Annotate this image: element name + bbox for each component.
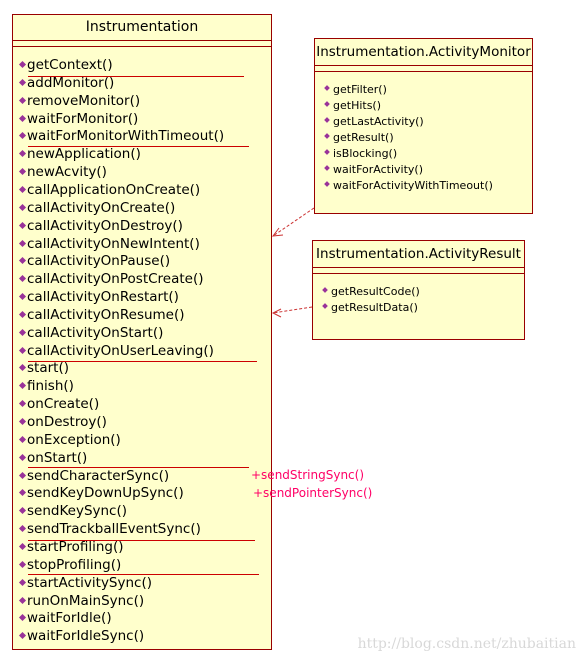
arrowhead-result	[271, 308, 282, 318]
group-separator-line	[28, 574, 259, 575]
operation-label: waitForIdle()	[27, 610, 112, 627]
class-name-instrumentation: Instrumentation	[85, 19, 199, 35]
operation-label: removeMonitor()	[27, 92, 141, 109]
operation-label: stopProfiling()	[27, 556, 122, 573]
operation-label: newAcvity()	[27, 164, 107, 181]
operation-label: runOnMainSync()	[27, 592, 145, 609]
operation-label: callActivityOnNewIntent()	[27, 235, 200, 252]
annotation-send-pointer-sync: +sendPointerSync()	[253, 486, 373, 500]
operation-label: sendKeySync()	[27, 503, 128, 520]
operation-label: start()	[27, 360, 69, 377]
group-separator-line	[28, 146, 249, 147]
group-separator-line	[28, 76, 244, 77]
operation-label: waitForMonitorWithTimeout()	[27, 128, 225, 145]
operation-label: callActivityOnPause()	[27, 253, 171, 270]
attribute-divider	[315, 71, 532, 72]
operation-label: newApplication()	[27, 146, 141, 163]
operation-label: isBlocking()	[333, 147, 398, 160]
operation-label: onCreate()	[27, 396, 100, 413]
operation-label: finish()	[27, 378, 74, 395]
class-activity-monitor: Instrumentation.ActivityMonitor getFilte…	[314, 38, 533, 214]
operation-label: addMonitor()	[27, 74, 115, 91]
operation-label: getContext()	[27, 57, 113, 73]
operation-label: waitForIdleSync()	[27, 628, 145, 645]
operation-label: sendTrackballEventSync()	[27, 521, 201, 538]
dependency-line-result	[272, 306, 313, 314]
annotation-send-string-sync: +sendStringSync()	[251, 468, 365, 482]
operation-label: sendCharacterSync()	[27, 467, 170, 484]
operation-label: callActivityOnStart()	[27, 324, 164, 341]
operation-label: callActivityOnPostCreate()	[27, 271, 204, 288]
operation-label: callActivityOnDestroy()	[27, 217, 183, 234]
operation-label: getResult()	[333, 131, 394, 144]
group-separator-line	[28, 540, 255, 541]
operation-label: waitForActivityWithTimeout()	[333, 179, 493, 192]
operation-label: callActivityOnCreate()	[27, 199, 176, 216]
operation-label: getResultData()	[331, 301, 418, 314]
class-name-divider	[313, 267, 524, 268]
operation-label: callActivityOnResume()	[27, 306, 185, 323]
group-separator-line	[28, 361, 257, 362]
operation-label: getResultCode()	[331, 285, 420, 298]
operation-label: waitForMonitor()	[27, 110, 139, 127]
attribute-divider	[13, 46, 271, 47]
class-name-activity-monitor: Instrumentation.ActivityMonitor	[316, 44, 531, 60]
watermark-text: http://blog.csdn.net/zhubaitian	[357, 636, 576, 652]
operation-label: startActivitySync()	[27, 574, 153, 591]
arrowhead-monitor	[271, 227, 284, 237]
operation-label: waitForActivity()	[333, 163, 424, 176]
dependency-line-monitor	[272, 207, 315, 237]
operation-label: onStart()	[27, 449, 88, 466]
operation-label: callActivityOnRestart()	[27, 289, 179, 306]
operation-label: onDestroy()	[27, 414, 107, 430]
operation-label: sendKeyDownUpSync()	[27, 485, 184, 502]
group-separator-line	[28, 467, 249, 468]
attribute-divider	[313, 273, 524, 274]
class-name-divider	[13, 40, 271, 41]
class-activity-result: Instrumentation.ActivityResult getResult…	[312, 240, 525, 340]
operation-label: callActivityOnUserLeaving()	[27, 342, 214, 359]
operation-label: onException()	[27, 431, 121, 448]
class-instrumentation: Instrumentation getContext()addMonitor()…	[12, 14, 272, 650]
operation-label: getFilter()	[333, 83, 387, 96]
class-name-activity-result: Instrumentation.ActivityResult	[316, 246, 521, 262]
operation-label: getHits()	[333, 99, 382, 112]
operation-label: getLastActivity()	[333, 115, 424, 128]
class-name-divider	[315, 65, 532, 66]
operation-label: callApplicationOnCreate()	[27, 181, 201, 198]
operation-label: startProfiling()	[27, 538, 124, 555]
